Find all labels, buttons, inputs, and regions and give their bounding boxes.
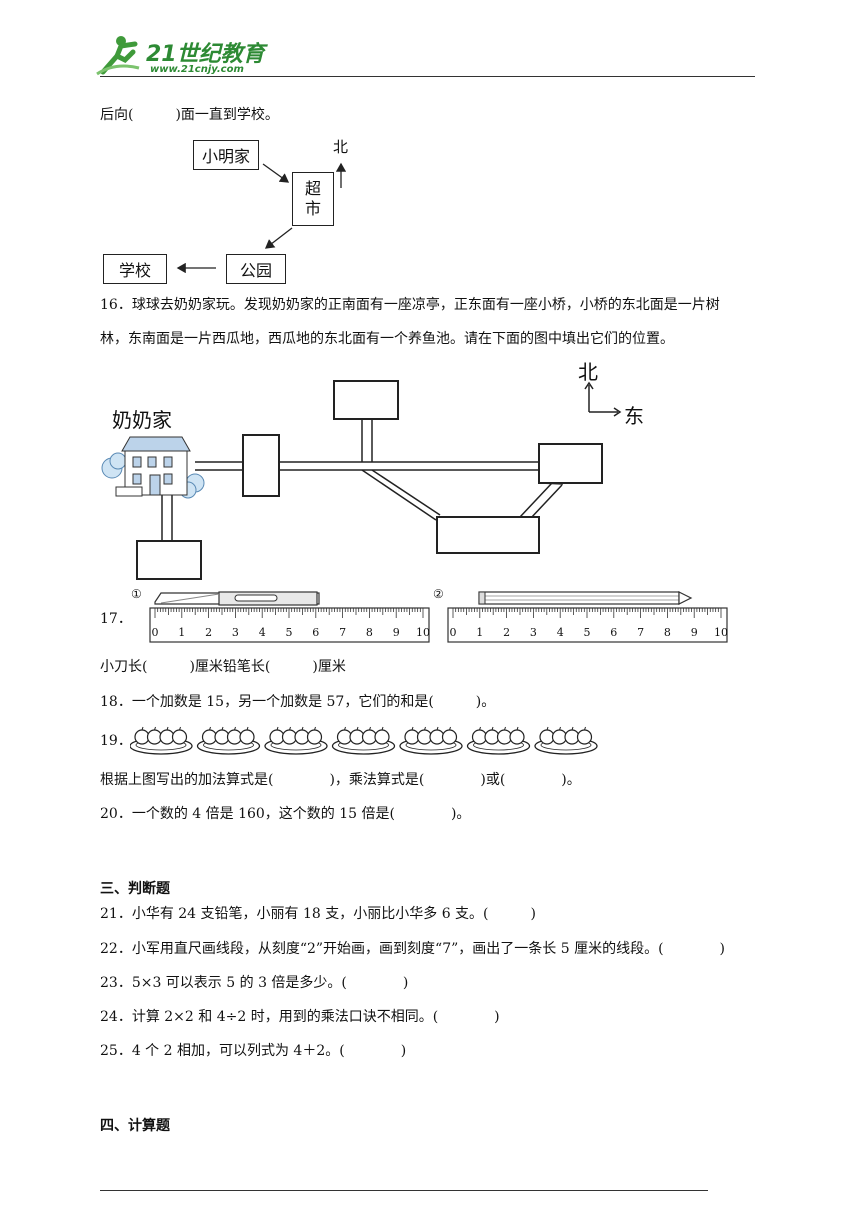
ruler2-mark: ② <box>433 587 444 601</box>
q17-answer: 小刀长( )厘米铅笔长( )厘米 <box>100 659 346 675</box>
ruler-tick-label: 7 <box>637 626 644 639</box>
q15-north-label: 北 <box>333 138 349 156</box>
apple-plate-icon <box>331 726 396 755</box>
q18-text: 18．一个加数是 15，另一个加数是 57，它们的和是( )。 <box>100 694 496 710</box>
ruler-tick-label: 5 <box>286 626 293 639</box>
box-watermelon <box>436 516 540 554</box>
box-pavilion <box>136 540 202 580</box>
apple-plate-icon <box>466 726 531 755</box>
knife-icon <box>154 591 320 606</box>
q24-text: 24．计算 2×2 和 4÷2 时，用到的乘法口诀不相同。( ) <box>100 1009 500 1025</box>
market-label: 超 <box>304 179 321 198</box>
box-forest <box>333 380 399 420</box>
house-label: 奶奶家 <box>112 408 172 432</box>
q16-line1: 16．球球去奶奶家玩。发现奶奶家的正南面有一座凉亭，正东面有一座小桥，小桥的东北… <box>100 297 720 313</box>
q25-text: 25．4 个 2 相加，可以列式为 4＋2。( ) <box>100 1043 407 1059</box>
ruler-tick-label: 7 <box>339 626 346 639</box>
ruler-tick-label: 4 <box>259 626 266 639</box>
ruler-tick-label: 8 <box>366 626 373 639</box>
compass-north-label: 北 <box>578 360 598 384</box>
apple-plate-icon <box>534 726 598 755</box>
ruler2-ticks: 0 1 2 3 4 5 6 7 8 9 10 <box>450 608 728 639</box>
footer-rule <box>100 1190 708 1191</box>
q15-tail-text: 后向( )面一直到学校。 <box>100 107 279 123</box>
ruler-tick-label: 3 <box>530 626 537 639</box>
ruler-tick-label: 2 <box>503 626 510 639</box>
compass-east-label: 东 <box>624 404 644 428</box>
ruler-tick-label: 0 <box>152 626 159 639</box>
pencil-icon <box>478 591 693 605</box>
q19-number: 19． <box>100 733 132 749</box>
section3-title: 三、判断题 <box>100 881 170 897</box>
logo-url: www.21cnjy.com <box>150 64 244 75</box>
ruler-tick-label: 4 <box>557 626 564 639</box>
ruler-2: 0 1 2 3 4 5 6 7 8 9 10 <box>447 591 728 643</box>
apple-plate-icon <box>196 726 261 755</box>
ruler-tick-label: 6 <box>312 626 319 639</box>
box-fishpond <box>538 443 603 484</box>
ruler1-ticks: 0 1 2 3 4 5 6 7 8 9 10 <box>152 608 430 639</box>
market-label-2: 市 <box>304 199 321 218</box>
ruler-tick-label: 8 <box>664 626 671 639</box>
ruler-tick-label: 1 <box>476 626 483 639</box>
box-school: 学校 <box>103 254 167 284</box>
ruler-tick-label: 9 <box>393 626 400 639</box>
q15-arrows <box>176 162 347 274</box>
ruler-tick-label: 10 <box>416 626 430 639</box>
box-bridge <box>242 434 280 497</box>
section4-title: 四、计算题 <box>100 1118 170 1134</box>
ruler-tick-label: 1 <box>178 626 185 639</box>
apple-plate-icon <box>264 726 328 755</box>
apple-plates <box>130 726 598 755</box>
runner-logo-icon <box>96 36 140 76</box>
ruler-tick-label: 6 <box>610 626 617 639</box>
ruler-tick-label: 2 <box>205 626 212 639</box>
header-logo <box>95 32 265 78</box>
header-rule <box>100 76 755 77</box>
ruler-tick-label: 0 <box>450 626 457 639</box>
q21-text: 21．小华有 24 支铅笔，小丽有 18 支，小丽比小华多 6 支。( ) <box>100 906 536 922</box>
q23-text: 23．5×3 可以表示 5 的 3 倍是多少。( ) <box>100 975 409 991</box>
q20-text: 20．一个数的 4 倍是 160，这个数的 15 倍是( )。 <box>100 806 471 822</box>
ruler-tick-label: 10 <box>714 626 728 639</box>
ruler1-mark: ① <box>131 587 142 601</box>
ruler-tick-label: 9 <box>691 626 698 639</box>
compass-icon <box>584 381 622 417</box>
apple-plate-icon <box>399 726 463 755</box>
q16-line2: 林，东南面是一片西瓜地，西瓜地的东北面有一个养鱼池。请在下面的图中填出它们的位置… <box>100 331 674 347</box>
q17-number: 17． <box>100 611 132 627</box>
ruler-tick-label: 3 <box>232 626 239 639</box>
grandma-house-icon <box>101 436 205 499</box>
box-home: 小明家 <box>193 140 259 170</box>
apple-plate-icon <box>130 726 193 755</box>
q22-text: 22．小军用直尺画线段，从刻度“2”开始画，画到刻度“7”，画出了一条长 5 厘… <box>100 941 725 957</box>
q16-map <box>101 380 622 580</box>
q19-answer: 根据上图写出的加法算式是( )，乘法算式是( )或( )。 <box>100 772 581 788</box>
box-market: 超市 <box>292 172 334 226</box>
ruler-tick-label: 5 <box>584 626 591 639</box>
box-park: 公园 <box>226 254 286 284</box>
logo-text: 21世纪教育 <box>146 42 265 67</box>
ruler-1: 0 1 2 3 4 5 6 7 8 9 10 <box>149 591 430 643</box>
